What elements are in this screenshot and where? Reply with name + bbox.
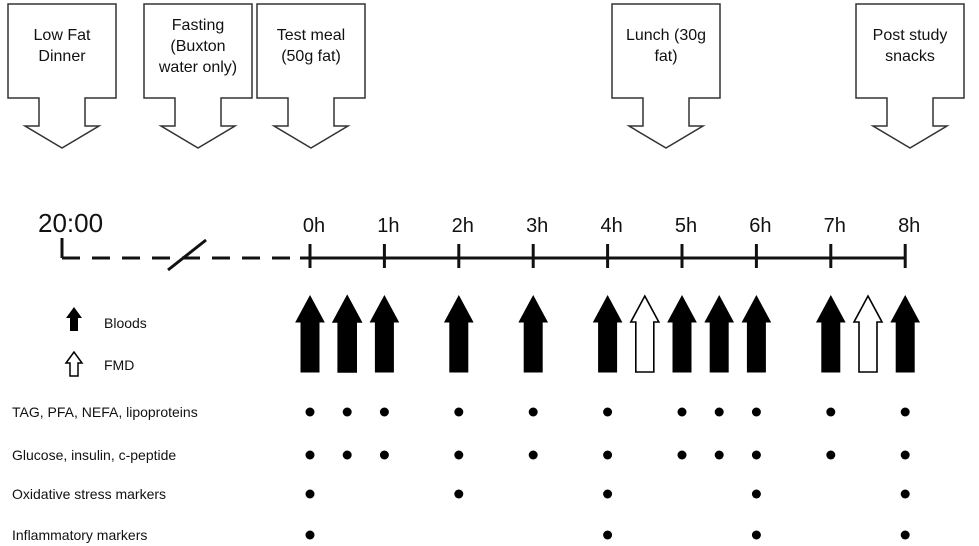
callout-shape xyxy=(855,3,965,149)
measure-dot xyxy=(379,407,389,417)
legend-bloods-label: Bloods xyxy=(104,315,147,331)
event-label-line: Low Fat xyxy=(34,27,91,44)
bloods-arrow xyxy=(704,294,735,373)
measure-dot xyxy=(305,450,315,460)
measure-dot xyxy=(677,450,687,460)
measure-dot xyxy=(305,489,315,499)
callout-shape xyxy=(611,3,721,149)
measure-dot xyxy=(751,450,761,460)
legend-bloods-icon xyxy=(66,307,82,331)
legend-fmd-label: FMD xyxy=(104,357,134,373)
measure-dot xyxy=(342,407,352,417)
hour-label: 4h xyxy=(600,215,622,237)
hour-label: 0h xyxy=(303,215,325,237)
measure-dot xyxy=(751,407,761,417)
measure-dot xyxy=(900,450,910,460)
bloods-arrow xyxy=(332,294,363,373)
measure-dot xyxy=(900,407,910,417)
event-label-line: Dinner xyxy=(38,48,86,65)
measure-dot xyxy=(342,450,352,460)
event-callout: Fasting (Buxton water only) xyxy=(143,3,253,149)
event-label-line: Fasting xyxy=(172,17,224,34)
measure-row: Oxidative stress markers xyxy=(12,486,910,502)
measure-dot xyxy=(379,450,389,460)
hour-label: 2h xyxy=(452,215,474,237)
measure-dot xyxy=(305,407,315,417)
measure-dot xyxy=(714,407,724,417)
measure-dot xyxy=(528,407,538,417)
event-label-line: Test meal xyxy=(277,27,345,44)
event-label-line: Lunch (30g xyxy=(626,27,706,44)
measure-dot xyxy=(900,489,910,499)
measure-label: TAG, PFA, NEFA, lipoproteins xyxy=(12,404,198,420)
measure-dot xyxy=(603,530,613,540)
bloods-arrow xyxy=(518,294,549,373)
callout-shape xyxy=(7,3,117,149)
measure-row: Glucose, insulin, c-peptide xyxy=(12,447,910,463)
event-label-line: (50g fat) xyxy=(281,48,341,65)
bloods-arrow xyxy=(295,294,325,373)
event-label-line: (Buxton xyxy=(170,38,225,55)
hour-label: 3h xyxy=(526,215,548,237)
measure-dot xyxy=(826,450,836,460)
measure-row: Inflammatory markers xyxy=(12,527,910,543)
measure-dot xyxy=(714,450,724,460)
hour-label: 7h xyxy=(824,215,846,237)
event-callout: Test meal (50g fat) xyxy=(256,3,366,149)
timeline: 20:00 0h 1h 2h 3h 4h 5h 6h 7h 8h xyxy=(38,208,920,272)
measure-dot xyxy=(454,407,464,417)
measure-dot xyxy=(454,489,464,499)
measure-dot xyxy=(603,489,613,499)
callout-shape xyxy=(143,3,253,149)
event-callout: Post study snacks xyxy=(855,3,965,149)
event-label-line: fat) xyxy=(654,48,677,65)
bloods-arrow xyxy=(815,294,846,373)
sampling-arrows xyxy=(295,294,921,373)
measure-dot xyxy=(751,489,761,499)
legend-fmd-icon xyxy=(64,350,84,377)
hour-label: 1h xyxy=(377,215,399,237)
callout-shape xyxy=(256,3,366,149)
measure-dot xyxy=(603,407,613,417)
measure-dot xyxy=(305,530,315,540)
measure-label: Glucose, insulin, c-peptide xyxy=(12,447,176,463)
event-label-line: Post study xyxy=(873,27,948,44)
bloods-arrow xyxy=(443,294,474,373)
event-label-line: water only) xyxy=(158,59,237,76)
bloods-arrow xyxy=(667,294,697,373)
measure-dot xyxy=(603,450,613,460)
bloods-arrow xyxy=(890,294,921,373)
timeline-start-label: 20:00 xyxy=(38,208,103,238)
measure-dot xyxy=(454,450,464,460)
event-callout: Lunch (30g fat) xyxy=(611,3,721,149)
measure-dot xyxy=(751,530,761,540)
hour-label: 6h xyxy=(749,215,771,237)
fmd-arrow xyxy=(852,294,884,373)
measure-label: Inflammatory markers xyxy=(12,527,147,543)
bloods-arrow xyxy=(592,294,623,373)
measure-row: TAG, PFA, NEFA, lipoproteins xyxy=(12,404,910,420)
bloods-arrow xyxy=(741,294,772,373)
measure-dot xyxy=(528,450,538,460)
measure-dot xyxy=(900,530,910,540)
hour-label: 8h xyxy=(898,215,920,237)
measure-dot xyxy=(677,407,687,417)
fmd-arrow xyxy=(629,294,661,373)
legend: Bloods FMD xyxy=(64,307,147,377)
measure-dot xyxy=(826,407,836,417)
event-label-line: snacks xyxy=(885,48,935,65)
bloods-arrow xyxy=(369,294,400,373)
time-break-mark xyxy=(167,238,207,272)
measure-label: Oxidative stress markers xyxy=(12,486,166,502)
hour-label: 5h xyxy=(675,215,697,237)
